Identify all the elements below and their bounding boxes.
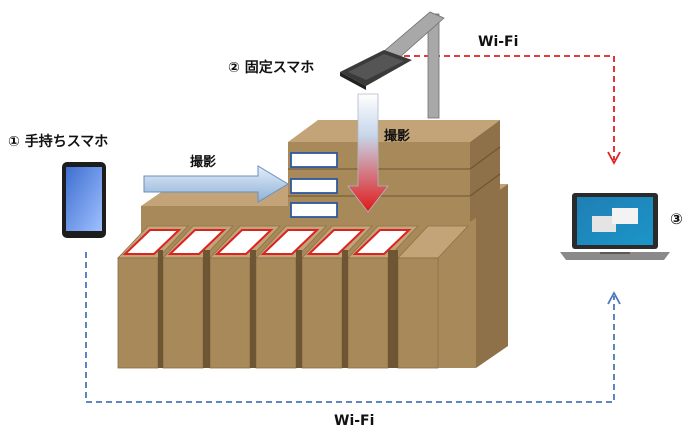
mounted-smartphone-icon xyxy=(340,50,412,90)
laptop-icon xyxy=(560,193,670,260)
capture-arrow-down xyxy=(347,93,389,213)
wifi-bottom-label: Wi-Fi xyxy=(334,413,374,429)
fixed-phone-label: ② 固定スマホ xyxy=(228,59,314,76)
top-box-stack xyxy=(288,120,501,222)
capture-top-label: 撮影 xyxy=(384,128,410,144)
capture-arrow-right xyxy=(143,165,289,203)
pc-label: ③ xyxy=(670,210,683,228)
capture-side-label: 撮影 xyxy=(190,154,216,170)
wifi-top-label: Wi-Fi xyxy=(478,34,518,50)
wifi-link-top xyxy=(404,55,621,165)
handheld-phone-label: ① 手持ちスマホ xyxy=(8,133,108,150)
smartphone-icon xyxy=(62,162,106,238)
wifi-link-bottom xyxy=(85,252,621,403)
